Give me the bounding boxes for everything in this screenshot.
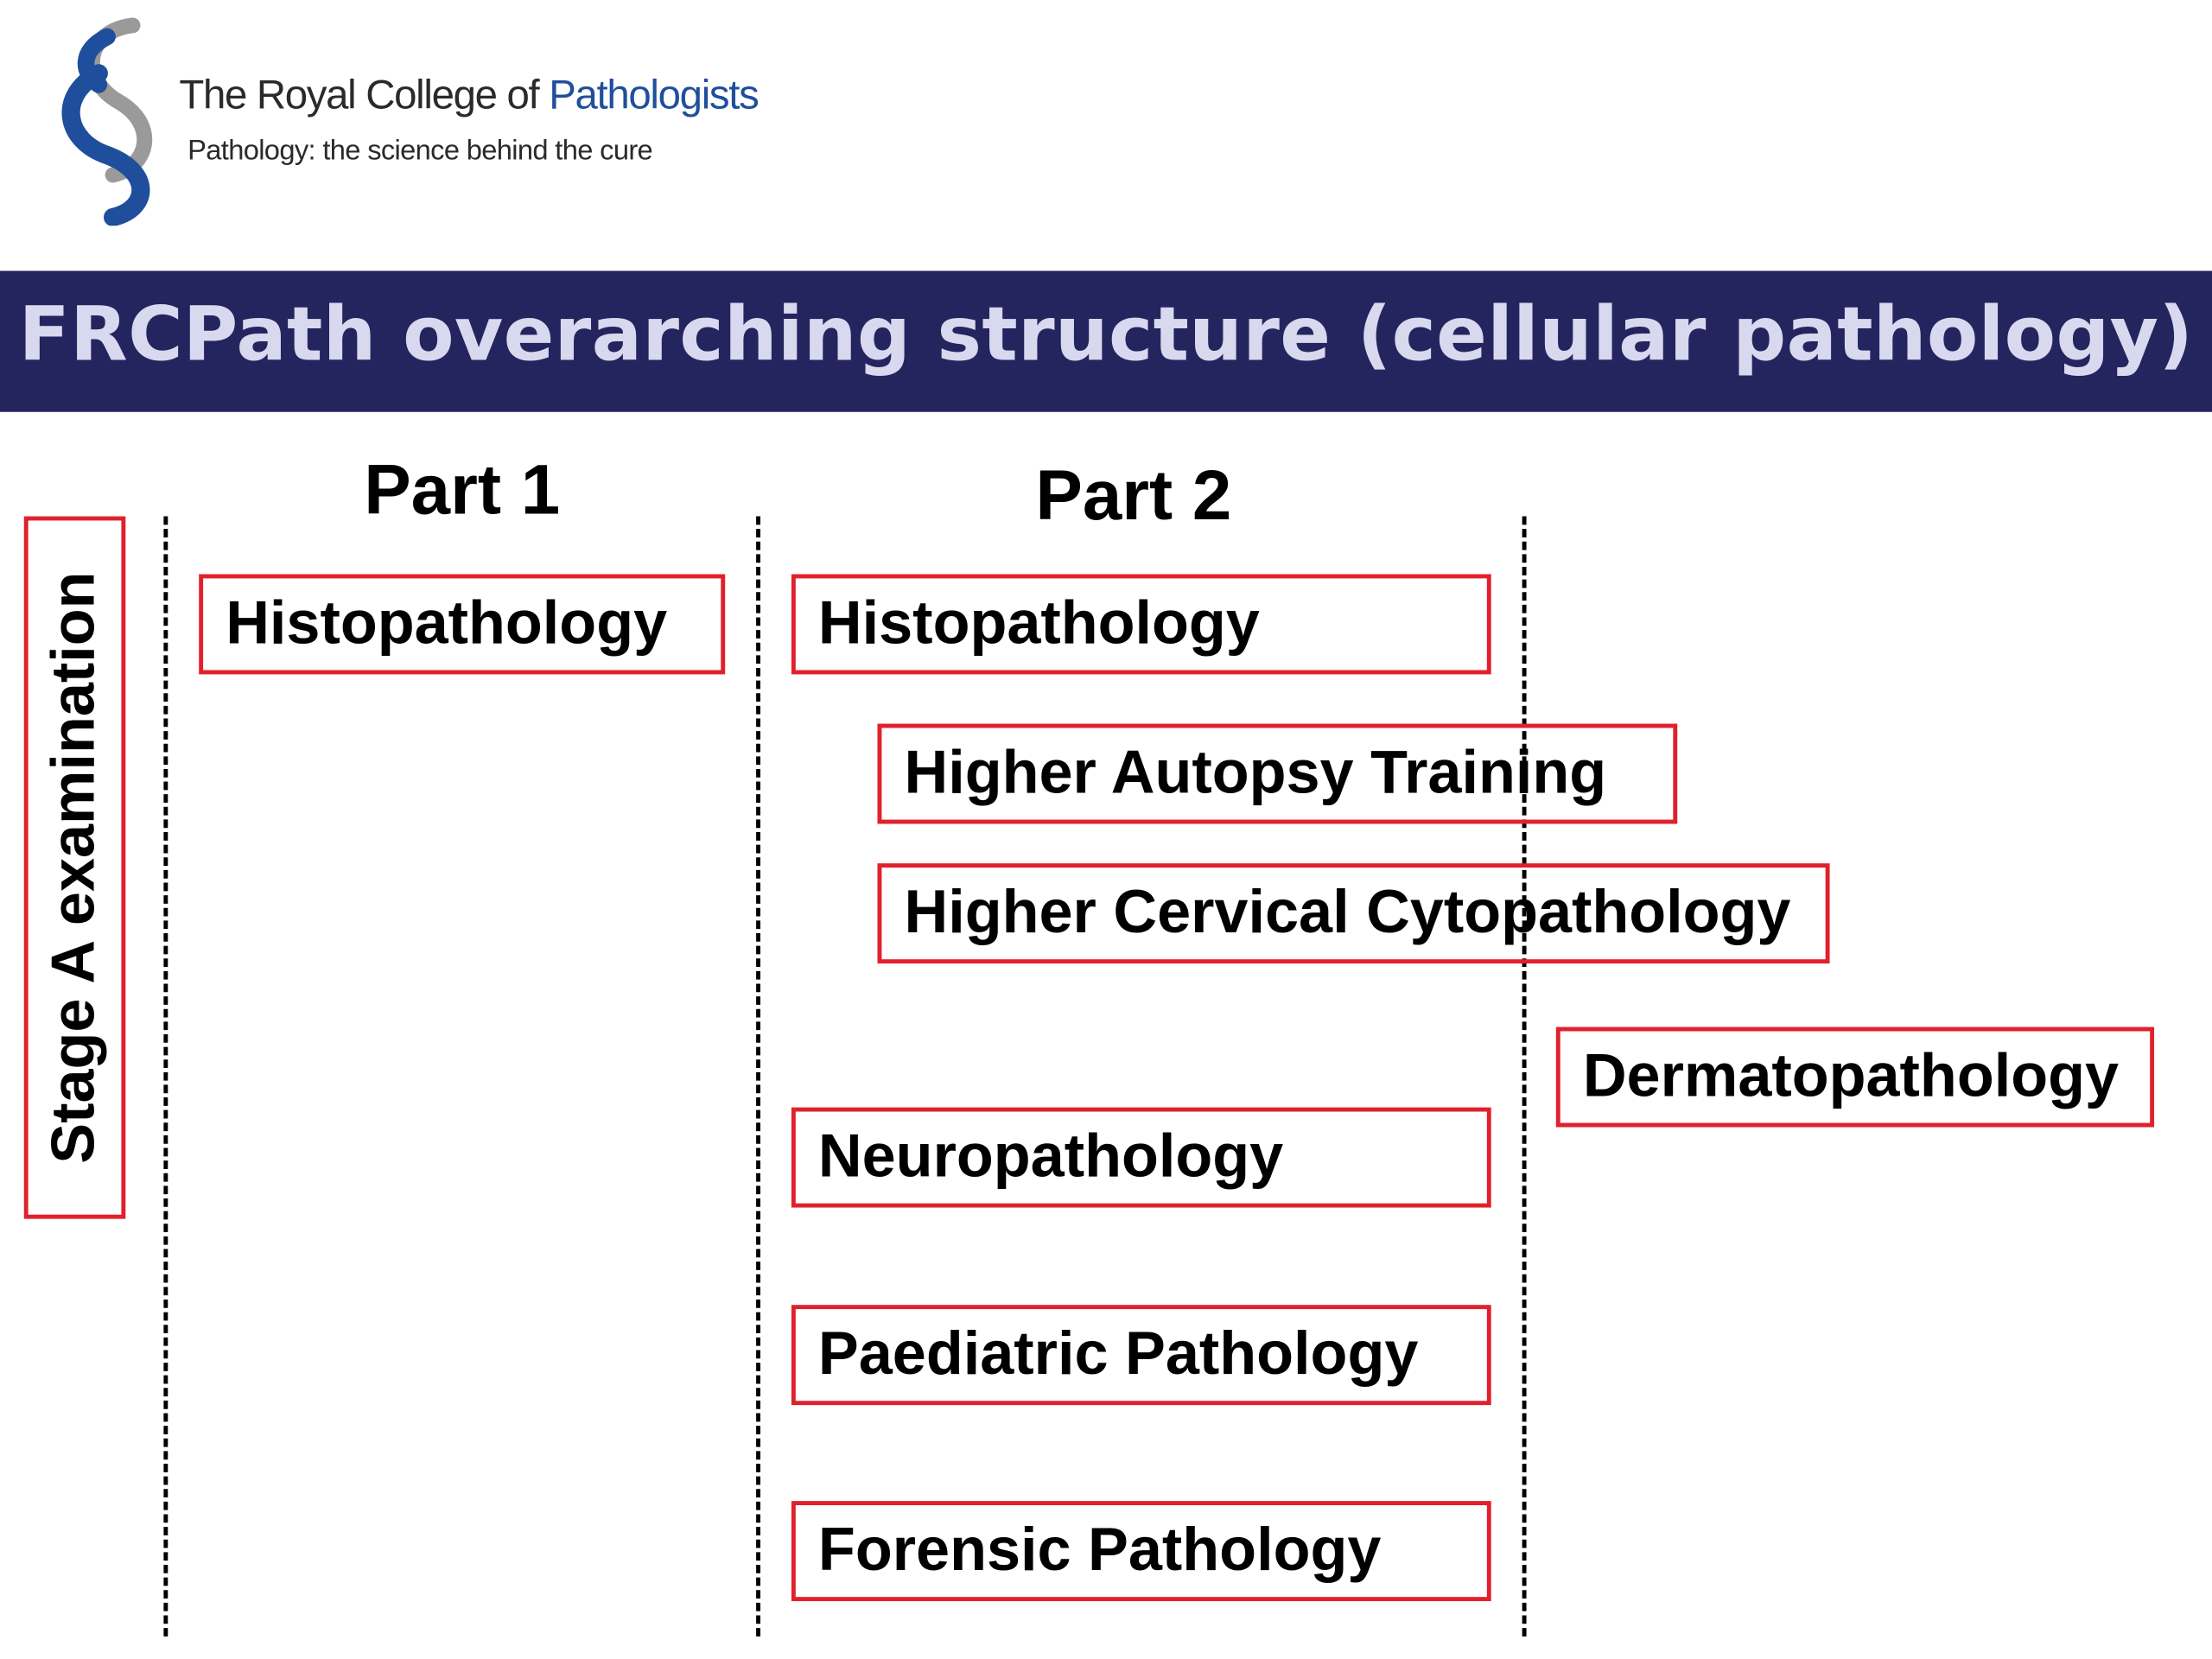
stage-a-label: Stage A examination: [40, 571, 108, 1164]
org-name: The Royal College of Pathologists: [179, 73, 760, 120]
dermatopathology-box: Dermatopathology: [1555, 1027, 2155, 1128]
divider-part-2-beyond: [1522, 516, 1527, 1637]
rcpath-logo-icon: [61, 17, 153, 226]
forensic-pathology-box: Forensic Pathology: [791, 1501, 1491, 1602]
higher-cervical-cytopathology-box: Higher Cervical Cytopathology: [877, 863, 1830, 964]
part-1-histopathology-box: Histopathology: [199, 574, 726, 675]
org-name-accent: Pathologists: [549, 73, 760, 119]
title-banner: FRCPath overarching structure (cellular …: [0, 270, 2212, 412]
slide-title: FRCPath overarching structure (cellular …: [18, 291, 2194, 378]
part-2-label: Part 2: [1035, 455, 1232, 535]
neuropathology-box: Neuropathology: [791, 1107, 1491, 1208]
paediatric-pathology-box: Paediatric Pathology: [791, 1305, 1491, 1406]
org-name-prefix: The Royal College of: [179, 73, 550, 119]
tagline: Pathology: the science behind the cure: [188, 135, 653, 167]
divider-stage-a-part-1: [163, 516, 168, 1637]
divider-part-1-part-2: [756, 516, 760, 1637]
stage-a-box: Stage A examination: [23, 516, 126, 1219]
part-1-label: Part 1: [364, 449, 561, 530]
part-2-histopathology-box: Histopathology: [791, 574, 1491, 675]
higher-autopsy-training-box: Higher Autopsy Training: [877, 723, 1678, 824]
